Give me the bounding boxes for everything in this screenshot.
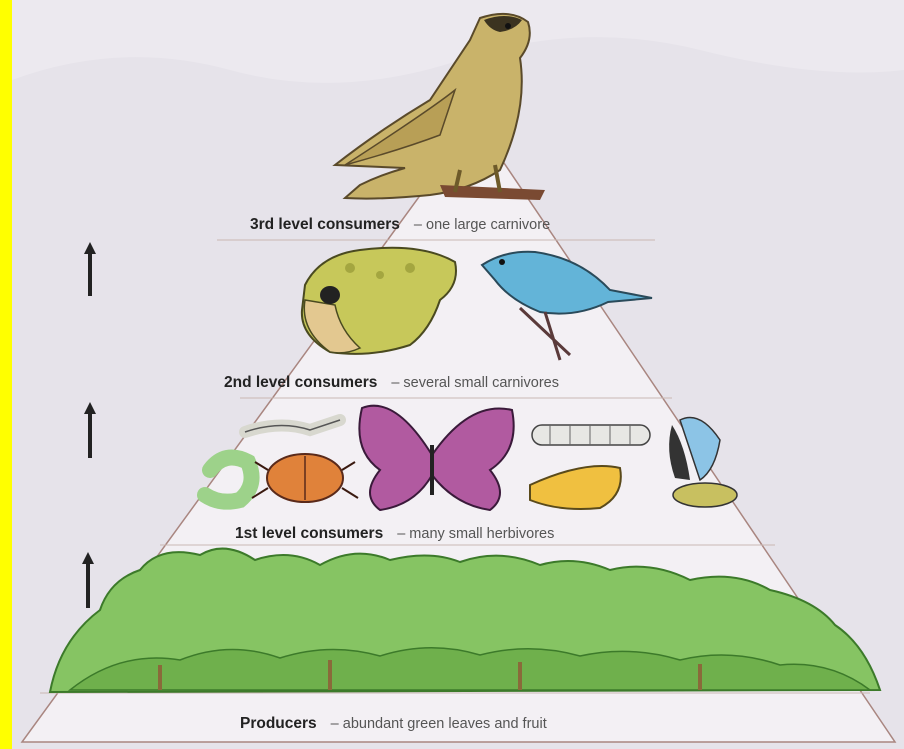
left-highlight-bar	[0, 0, 12, 749]
level-desc: – several small carnivores	[391, 375, 559, 391]
level-title: Producers	[240, 715, 317, 732]
level-label-first: 1st level consumers – many small herbivor…	[235, 525, 554, 543]
level-desc: – one large carnivore	[414, 217, 550, 233]
level-desc: – abundant green leaves and fruit	[331, 716, 547, 732]
level-title: 2nd level consumers	[224, 374, 377, 391]
up-arrow-icon	[80, 550, 96, 610]
caterpillar-icon	[532, 425, 650, 445]
level-title: 1st level consumers	[235, 525, 383, 542]
level-label-second: 2nd level consumers – several small carni…	[224, 374, 559, 392]
level-desc: – many small herbivores	[397, 526, 554, 542]
level-label-third: 3rd level consumers – one large carnivore	[250, 216, 550, 234]
level-title: 3rd level consumers	[250, 216, 400, 233]
up-arrow-icon	[82, 240, 98, 298]
level-label-producers: Producers – abundant green leaves and fru…	[240, 715, 547, 733]
up-arrow-icon	[82, 400, 98, 460]
